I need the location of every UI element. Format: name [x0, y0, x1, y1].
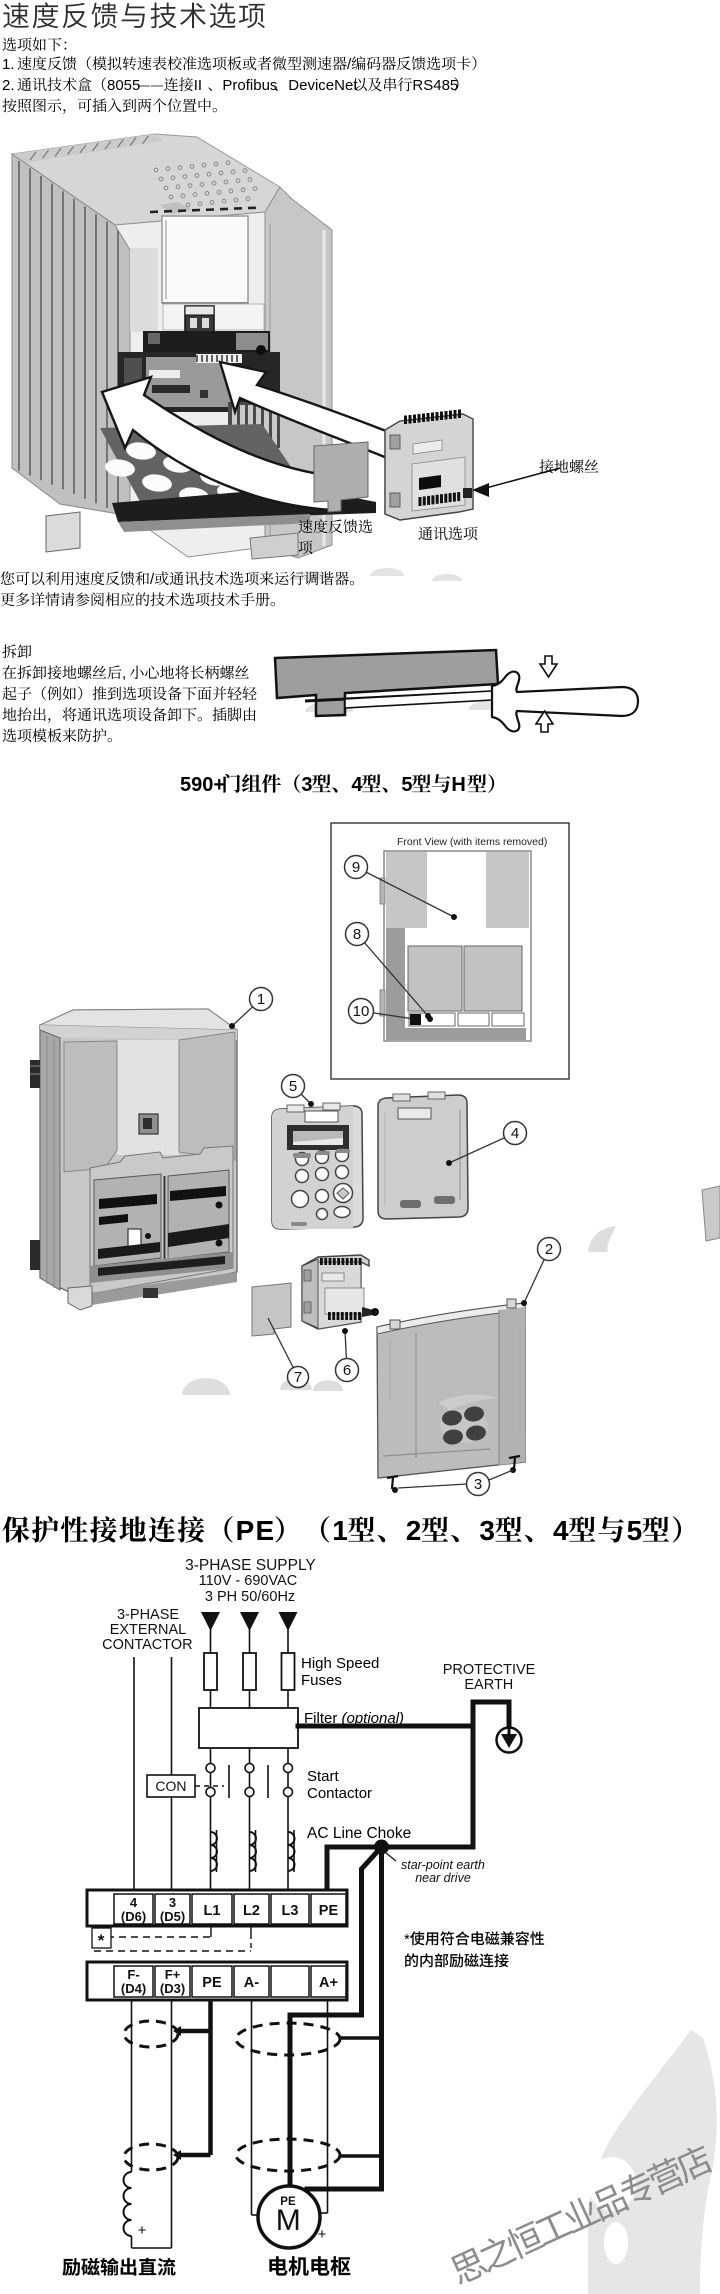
- svg-text:(D3): (D3): [160, 1981, 185, 1996]
- svg-text:(D6): (D6): [121, 1909, 146, 1924]
- svg-text:8: 8: [353, 926, 361, 943]
- svg-text:near drive: near drive: [415, 1871, 471, 1885]
- svg-text:,: ,: [122, 665, 126, 682]
- svg-text:CONTACTOR: CONTACTOR: [102, 1637, 193, 1653]
- svg-text:3 PH 50/60Hz: 3 PH 50/60Hz: [205, 1589, 295, 1605]
- svg-text:4: 4: [130, 1895, 138, 1910]
- svg-text:3-PHASE: 3-PHASE: [117, 1607, 179, 1623]
- svg-text:(D4): (D4): [121, 1981, 146, 1996]
- svg-text:CON: CON: [155, 1778, 186, 1794]
- svg-text:EXTERNAL: EXTERNAL: [110, 1622, 187, 1638]
- svg-text:Front View (with items removed: Front View (with items removed): [397, 836, 547, 848]
- svg-text:2: 2: [406, 1515, 423, 1546]
- svg-text:3: 3: [479, 1515, 496, 1546]
- svg-text:3: 3: [474, 1476, 482, 1493]
- svg-text:8055: 8055: [107, 77, 140, 94]
- svg-text:M: M: [276, 2204, 301, 2237]
- svg-text:3: 3: [169, 1895, 176, 1910]
- svg-text:3: 3: [301, 774, 312, 796]
- svg-text:1: 1: [332, 1515, 349, 1546]
- svg-text:L3: L3: [282, 1903, 299, 1919]
- svg-text:3-PHASE SUPPLY: 3-PHASE SUPPLY: [185, 1557, 316, 1574]
- svg-text:1: 1: [257, 991, 265, 1008]
- svg-text:Profibus: Profibus: [222, 77, 277, 94]
- svg-text:7: 7: [294, 1369, 302, 1386]
- svg-text:10: 10: [353, 1003, 370, 1020]
- svg-text:/: /: [150, 571, 155, 588]
- svg-text:H: H: [451, 774, 465, 796]
- svg-text:F+: F+: [165, 1967, 181, 1982]
- svg-text:EARTH: EARTH: [464, 1677, 513, 1693]
- svg-text:5: 5: [627, 1515, 644, 1546]
- svg-text:2: 2: [545, 1241, 553, 1258]
- svg-text:PE: PE: [202, 1975, 222, 1991]
- svg-text:RS485: RS485: [412, 77, 458, 94]
- svg-text:star-point earth: star-point earth: [401, 1858, 485, 1872]
- svg-text:PE: PE: [280, 2196, 296, 2208]
- svg-text:2.: 2.: [2, 77, 15, 94]
- svg-text:L1: L1: [204, 1903, 221, 1919]
- svg-text:4: 4: [511, 1125, 519, 1142]
- svg-text:F-: F-: [127, 1967, 139, 1982]
- svg-text:+: +: [138, 2222, 147, 2239]
- svg-text:Contactor: Contactor: [307, 1785, 372, 1802]
- svg-text:*: *: [98, 1931, 105, 1950]
- svg-text:A+: A+: [319, 1975, 338, 1991]
- svg-text:590+: 590+: [180, 774, 225, 796]
- svg-text:110V - 690VAC: 110V - 690VAC: [199, 1573, 298, 1589]
- svg-text:PROTECTIVE: PROTECTIVE: [443, 1662, 536, 1678]
- svg-text:A-: A-: [244, 1975, 259, 1991]
- svg-text:4: 4: [351, 774, 363, 796]
- svg-text:5: 5: [289, 1078, 297, 1095]
- svg-text:DeviceNet: DeviceNet: [288, 77, 358, 94]
- svg-text:4: 4: [553, 1515, 570, 1546]
- svg-text:6: 6: [343, 1362, 351, 1379]
- svg-text:Filter: Filter: [304, 1710, 337, 1727]
- svg-text:5: 5: [401, 774, 412, 796]
- svg-text:/: /: [347, 56, 352, 73]
- svg-text:PE: PE: [319, 1903, 339, 1919]
- svg-text:(optional): (optional): [342, 1710, 405, 1727]
- svg-text:Start: Start: [307, 1768, 340, 1785]
- svg-text:Fuses: Fuses: [301, 1672, 342, 1689]
- svg-text:II: II: [194, 77, 202, 94]
- svg-text:AC Line Choke: AC Line Choke: [307, 1825, 411, 1842]
- svg-text:(D5): (D5): [160, 1909, 185, 1924]
- svg-text:9: 9: [352, 859, 360, 876]
- svg-text:1.: 1.: [2, 56, 15, 73]
- svg-text:*: *: [404, 1931, 410, 1948]
- svg-text:High Speed: High Speed: [301, 1655, 379, 1672]
- svg-text:PE: PE: [236, 1515, 276, 1546]
- svg-text:+: +: [318, 2226, 327, 2243]
- svg-text:L2: L2: [243, 1903, 260, 1919]
